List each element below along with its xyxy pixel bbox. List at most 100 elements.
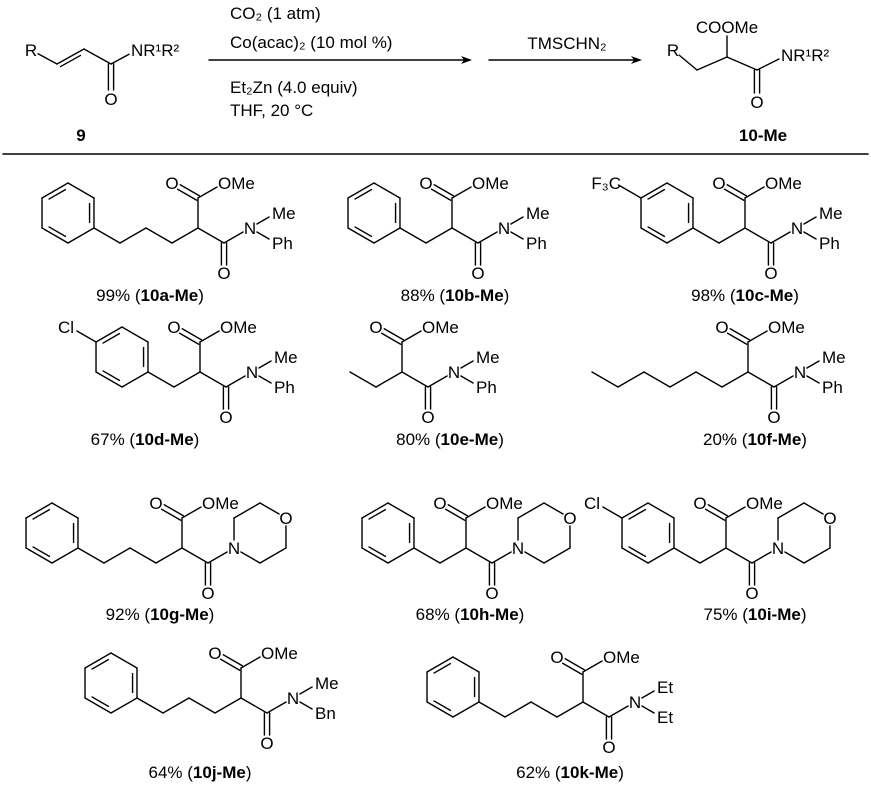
double-bond — [447, 504, 468, 517]
paren-open: ( — [450, 605, 461, 624]
bond — [225, 375, 246, 388]
bond — [465, 547, 493, 564]
double-bond — [726, 184, 747, 197]
oxygen-label: O — [421, 408, 434, 427]
double-bond — [430, 188, 452, 201]
paren-close: ) — [519, 605, 525, 624]
bond — [56, 48, 85, 65]
n-substituent-label: Me — [315, 674, 339, 693]
bond — [640, 227, 668, 244]
bond — [602, 506, 623, 519]
n-substituent-label: Bn — [315, 704, 336, 723]
oxygen-label: O — [767, 408, 780, 427]
yield-value: 20% — [703, 430, 737, 449]
n-substituent-label: Ph — [526, 234, 547, 253]
bond — [641, 690, 655, 699]
bond — [460, 375, 474, 384]
nitrogen-label: N — [244, 219, 256, 238]
bond — [756, 58, 780, 71]
ester-label: OMe — [261, 644, 298, 663]
aromatic-double-bond — [368, 508, 387, 520]
bond — [530, 701, 558, 718]
bond — [678, 54, 698, 71]
paren-close: ) — [618, 763, 624, 782]
oxygen-label: O — [485, 584, 498, 603]
oxygen-label: O — [217, 264, 230, 283]
aromatic-double-bond — [647, 226, 666, 238]
benzene-ring — [84, 652, 138, 714]
yield-value: 80% — [396, 430, 430, 449]
ester-label: OMe — [218, 174, 255, 193]
yield-value: 92% — [106, 605, 140, 624]
bond — [806, 375, 820, 384]
bond — [214, 697, 242, 714]
bond — [162, 697, 190, 714]
bond — [692, 227, 720, 244]
oxygen-label: O — [764, 264, 777, 283]
bond — [803, 502, 824, 515]
bond — [465, 506, 486, 519]
bond — [747, 330, 768, 343]
bond — [666, 227, 694, 244]
bond — [725, 506, 746, 519]
oxygen-label: O — [693, 494, 706, 513]
bond — [181, 506, 202, 519]
aromatic-double-bond — [433, 662, 452, 674]
bond — [103, 547, 131, 564]
bond — [361, 502, 389, 519]
aromatic-double-bond — [48, 226, 67, 238]
bond — [361, 547, 389, 564]
aromatic-double-bond — [102, 370, 121, 382]
bond — [770, 231, 791, 244]
condition-text: CO₂ (1 atm) — [230, 4, 321, 23]
compound-id: 10e-Me — [441, 430, 499, 449]
aromatic-double-bond — [32, 546, 51, 558]
paren-close: ) — [246, 763, 252, 782]
bond — [673, 547, 701, 564]
paren-close: ) — [793, 286, 799, 305]
bond — [451, 227, 479, 244]
ester-label: OMe — [603, 648, 640, 667]
compound-number-10-me: 10-Me — [739, 126, 787, 145]
bond — [349, 371, 377, 388]
double-bond — [163, 504, 184, 517]
bond — [259, 502, 280, 515]
nitrogen-label: N — [772, 539, 784, 558]
paren-open: ( — [738, 605, 749, 624]
bond — [803, 231, 817, 240]
double-bond — [179, 184, 200, 197]
bond — [299, 701, 313, 710]
bond — [591, 371, 619, 388]
bond — [504, 701, 532, 718]
r-group-label: R — [25, 41, 37, 60]
bond — [517, 502, 545, 519]
bond — [375, 371, 403, 388]
bond — [223, 231, 244, 244]
bond — [747, 371, 775, 388]
double-bond — [181, 328, 202, 341]
bond — [67, 227, 95, 244]
bond — [460, 360, 474, 369]
paren-open: ( — [140, 605, 151, 624]
aromatic-double-bond — [433, 700, 452, 712]
bond — [718, 227, 746, 244]
bond — [373, 182, 401, 199]
yield-caption: 68% (10h-Me) — [416, 605, 525, 624]
bond — [510, 231, 524, 240]
bond — [401, 330, 422, 343]
bond — [621, 547, 649, 564]
bond — [777, 502, 805, 519]
bond — [41, 182, 69, 199]
benzene-ring — [621, 502, 675, 564]
n-substituent-label: Ph — [272, 234, 293, 253]
bond — [110, 652, 138, 669]
ester-label: OMe — [746, 494, 783, 513]
yield-caption: 92% (10g-Me) — [106, 605, 215, 624]
bond — [256, 231, 270, 240]
